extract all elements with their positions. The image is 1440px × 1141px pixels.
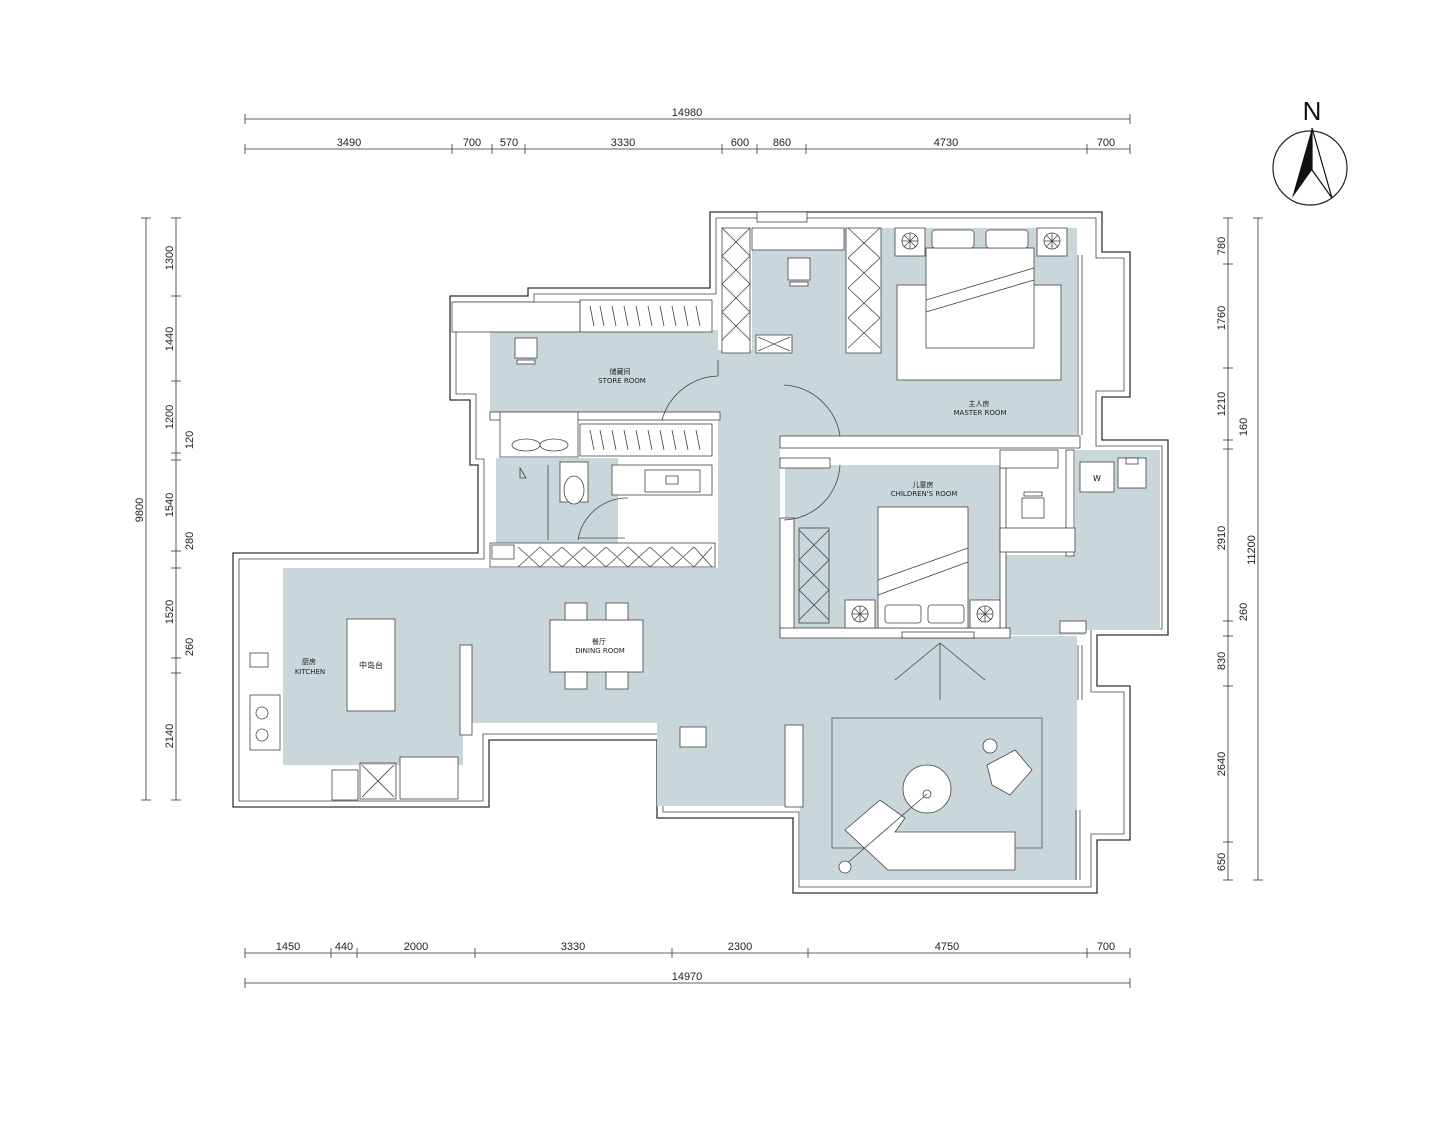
right-seg-8: 2640: [1216, 752, 1228, 776]
top-seg-8: 700: [1097, 137, 1115, 149]
left-seg-5: 1540: [164, 493, 176, 517]
top-seg-6: 860: [773, 137, 791, 149]
left-seg-1: 1300: [164, 246, 176, 270]
dining-room-label-en: DINING ROOM: [575, 647, 625, 655]
top-dimension-total: 14980: [244, 107, 1131, 124]
top-seg-4: 3330: [611, 137, 635, 149]
bathroom-fixtures: [491, 461, 701, 560]
children-room-label-en: CHILDREN'S ROOM: [891, 490, 958, 498]
master-room-label-en: MASTER ROOM: [954, 409, 1007, 417]
master-room-label-cn: 主人房: [969, 399, 990, 408]
left-seg-7: 1520: [164, 600, 176, 624]
living-furniture: [831, 642, 1043, 874]
left-seg-3: 1200: [164, 405, 176, 429]
bottom-seg-5: 2300: [728, 941, 752, 953]
left-seg-6: 280: [184, 532, 196, 550]
kitchen-label-en: KITCHEN: [295, 668, 325, 676]
top-dimension-segments: 3490 700 570 3330 600 860 4730 700: [244, 137, 1131, 154]
store-shelves: [451, 299, 713, 458]
right-total-label: 11200: [1246, 535, 1258, 565]
left-seg-9: 2140: [164, 724, 176, 748]
children-bed: [844, 491, 1045, 639]
bottom-seg-2: 440: [335, 941, 353, 953]
top-seg-7: 4730: [934, 137, 958, 149]
compass-north-label: N: [1303, 96, 1322, 126]
north-compass: N: [1272, 96, 1348, 206]
right-dimension-segments: 780 1760 1210 160 2910 260 830 2640 650: [1216, 217, 1250, 881]
right-seg-6: 260: [1238, 603, 1250, 621]
top-seg-2: 700: [463, 137, 481, 149]
washer-label: W: [1093, 474, 1101, 483]
left-seg-2: 1440: [164, 327, 176, 351]
doors: [577, 360, 841, 541]
bottom-total-label: 14970: [672, 971, 703, 983]
bottom-seg-6: 4750: [935, 941, 959, 953]
island-label: 中岛台: [359, 660, 383, 670]
children-room-label-cn: 儿童房: [913, 480, 934, 489]
store-room-label-cn: 储藏间: [610, 367, 631, 376]
bottom-seg-3: 2000: [404, 941, 428, 953]
top-seg-3: 570: [500, 137, 518, 149]
right-seg-9: 650: [1216, 853, 1228, 871]
kitchen-furniture: [249, 618, 707, 801]
left-seg-4: 120: [184, 431, 196, 449]
top-total-label: 14980: [672, 107, 703, 119]
wardrobes: [359, 227, 1059, 800]
left-dimension-total: 9800: [134, 217, 151, 801]
exterior-walls: [232, 211, 1169, 894]
right-dimension-total: 11200: [1246, 217, 1263, 881]
right-seg-3: 1210: [1216, 392, 1228, 416]
bottom-seg-1: 1450: [276, 941, 300, 953]
left-total-label: 9800: [134, 498, 146, 522]
left-dimension-segments: 1300 1440 1200 120 1540 280 1520 260 214…: [164, 217, 196, 801]
bottom-dimension-segments: 1450 440 2000 3330 2300 4750 700: [244, 941, 1131, 958]
dining-set: [549, 602, 644, 690]
right-seg-5: 2910: [1216, 526, 1228, 550]
top-seg-1: 3490: [337, 137, 361, 149]
left-seg-8: 260: [184, 638, 196, 656]
room-labels: 储藏间 STORE ROOM 主人房 MASTER ROOM 儿童房 CHILD…: [295, 367, 1007, 676]
right-seg-7: 830: [1216, 652, 1228, 670]
master-bed: [787, 227, 1068, 381]
bathroom-floor: [496, 458, 618, 543]
kitchen-label-cn: 厨房: [302, 657, 316, 666]
store-room-label-en: STORE ROOM: [598, 377, 646, 385]
right-seg-2: 1760: [1216, 306, 1228, 330]
right-seg-4: 160: [1238, 418, 1250, 436]
bottom-seg-4: 3330: [561, 941, 585, 953]
dining-room-label-cn: 餐厅: [592, 637, 606, 646]
bottom-dimension-total: 14970: [244, 971, 1131, 988]
balcony-appliances: W: [1075, 255, 1147, 880]
right-seg-1: 780: [1216, 237, 1228, 255]
bottom-seg-7: 700: [1097, 941, 1115, 953]
top-seg-5: 600: [731, 137, 749, 149]
hallway-floor: [718, 350, 780, 570]
